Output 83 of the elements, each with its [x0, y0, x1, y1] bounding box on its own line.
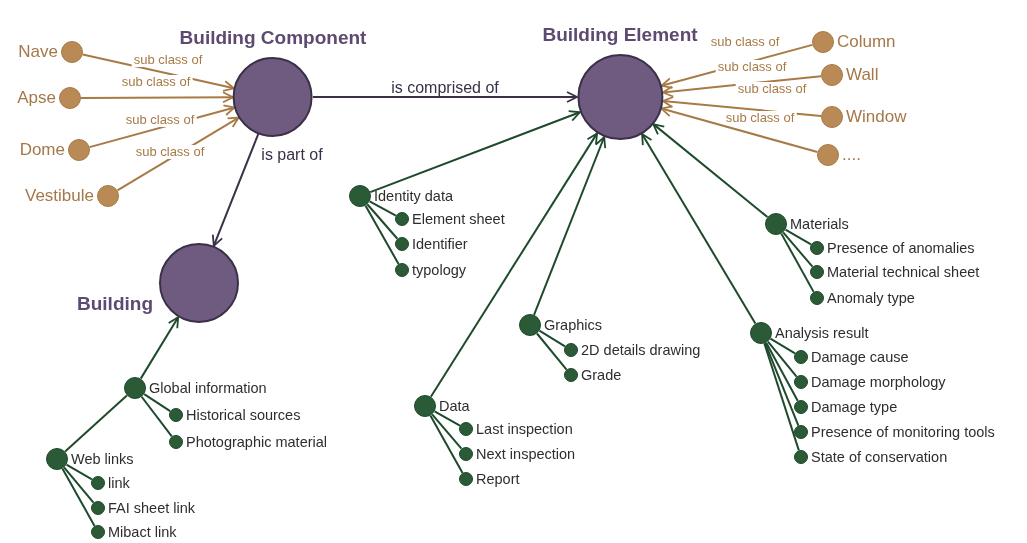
arrow: [533, 136, 607, 316]
node-label: Material technical sheet: [827, 264, 980, 280]
node-label: 2D details drawing: [581, 342, 701, 358]
connector-line: [431, 413, 463, 450]
connector-line: [769, 337, 796, 355]
connector-line: [65, 463, 93, 481]
connector-line: [538, 329, 566, 348]
connector-line: [765, 341, 799, 402]
connector-line: [784, 228, 812, 246]
class-title: Building: [77, 293, 153, 316]
node-label: FAI sheet link: [108, 500, 196, 516]
node-label: Window: [846, 107, 907, 127]
edge-label: sub class of: [735, 82, 809, 96]
node-label: Presence of anomalies: [827, 240, 975, 256]
connector-line: [429, 414, 464, 474]
edge-label: sub class of: [133, 145, 207, 159]
connector-line: [63, 466, 95, 504]
class-title: Building Element: [542, 24, 698, 46]
connector-line: [782, 231, 814, 268]
node-label: Apse: [17, 88, 56, 108]
connector-line: [364, 204, 400, 265]
edge-label: sub class of: [131, 53, 205, 67]
node-label: Nave: [18, 42, 58, 62]
arrow: [81, 53, 235, 92]
edge-label: sub class of: [708, 35, 782, 49]
edge-label: is comprised of: [389, 81, 501, 95]
node-label: Analysis result: [775, 325, 869, 341]
connector-line: [368, 200, 397, 217]
node-label: Web links: [71, 451, 134, 467]
node-label: Column: [837, 32, 896, 52]
node-label: Identifier: [412, 236, 468, 252]
arrow: [652, 123, 769, 219]
connector-line: [763, 342, 800, 452]
arrow: [211, 133, 260, 247]
connector-line: [140, 395, 173, 438]
node-label: ....: [842, 145, 861, 165]
node-label: Damage type: [811, 399, 898, 415]
node-label: Historical sources: [186, 407, 301, 423]
edge-label: sub class of: [723, 111, 797, 125]
edge-label: sub class of: [119, 75, 193, 89]
node-label: Presence of monitoring tools: [811, 424, 995, 440]
arrow: [641, 132, 757, 325]
connector-line: [61, 467, 96, 527]
connector-line: [433, 410, 461, 427]
edge-label: is part of: [259, 148, 325, 162]
node-label: Report: [476, 471, 520, 487]
node-label: link: [108, 475, 130, 491]
node-label: Grade: [581, 367, 622, 383]
node-label: Element sheet: [412, 211, 505, 227]
node-label: Photographic material: [186, 434, 328, 450]
node-label: Wall: [846, 65, 879, 85]
edge-label: sub class of: [123, 113, 197, 127]
connector-line: [536, 332, 568, 371]
node-label: Anomaly type: [827, 290, 915, 306]
connector-line: [766, 340, 798, 378]
connector-line: [764, 342, 800, 427]
arrow: [661, 96, 823, 117]
arrow: [80, 91, 234, 104]
node-label: Damage morphology: [811, 374, 946, 390]
node-label: Graphics: [544, 317, 603, 333]
node-label: Next inspection: [476, 446, 576, 462]
arrow: [429, 132, 599, 398]
node-label: Materials: [790, 216, 849, 232]
node-label: Damage cause: [811, 349, 909, 365]
node-label: Global information: [149, 380, 267, 396]
node-label: Data: [439, 398, 470, 414]
connector-line: [366, 203, 399, 240]
node-label: Vestibule: [25, 186, 94, 206]
arrow: [660, 105, 819, 154]
node-label: typology: [412, 262, 466, 278]
node-label: Identity data: [374, 188, 453, 204]
connector-line: [143, 393, 172, 413]
node-label: Mibact link: [108, 524, 177, 540]
node-label: Last inspection: [476, 421, 573, 437]
node-label: State of conservation: [811, 449, 948, 465]
node-label: Dome: [19, 140, 65, 160]
class-title: Building Component: [179, 27, 367, 49]
connector-line: [64, 394, 128, 453]
edge-label: sub class of: [715, 60, 789, 74]
arrow: [139, 316, 180, 380]
arrow: [369, 110, 581, 194]
arrow: [312, 91, 578, 103]
connector-line: [780, 232, 815, 293]
